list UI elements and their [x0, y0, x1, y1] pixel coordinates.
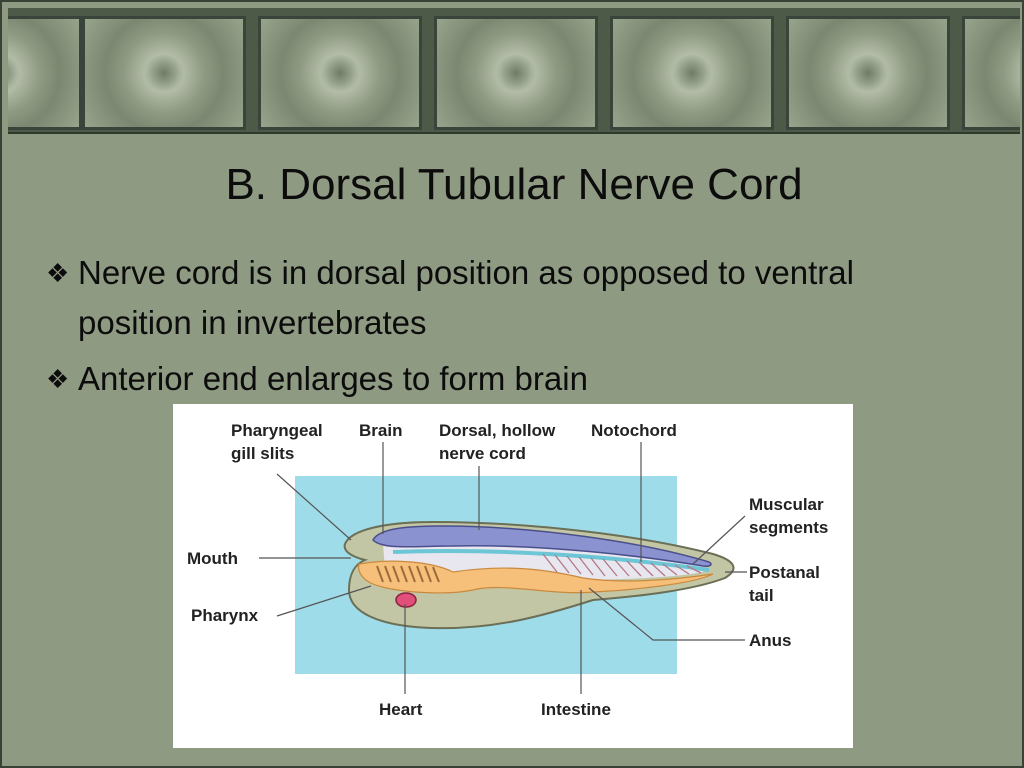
lancelet-anatomy-diagram: Pharyngeal gill slits Brain Dorsal, holl…: [173, 404, 853, 748]
label-anus: Anus: [749, 631, 792, 650]
heart-organ: [395, 592, 417, 608]
banner-tile: [82, 16, 246, 130]
label-notochord: Notochord: [591, 421, 677, 440]
banner-tile: [258, 16, 422, 130]
banner-tile: [962, 16, 1020, 130]
banner-tile: [8, 16, 82, 130]
label-postanal-tail: tail: [749, 586, 774, 605]
label-intestine: Intestine: [541, 700, 611, 719]
notochord: [392, 548, 710, 572]
label-muscular-segments: Muscular: [749, 495, 824, 514]
decorative-banner: [8, 8, 1020, 134]
label-mouth: Mouth: [187, 549, 238, 568]
dorsal-nerve-cord: [372, 525, 712, 567]
muscular-segments: [542, 553, 702, 577]
slide-title: B. Dorsal Tubular Nerve Cord: [225, 160, 803, 209]
banner-tile: [610, 16, 774, 130]
diamond-bullet-icon: ❖: [46, 258, 70, 288]
diamond-bullet-icon: ❖: [46, 364, 70, 394]
bullet-text: Anterior end enlarges to form brain: [78, 360, 588, 397]
label-pharynx: Pharynx: [191, 606, 259, 625]
leader-lines: [259, 442, 747, 694]
banner-tile: [786, 16, 950, 130]
gill-slits: [376, 565, 440, 583]
label-pharyngeal-gill-slits: Pharyngeal: [231, 421, 323, 440]
label-pharyngeal-gill-slits: gill slits: [231, 444, 294, 463]
label-muscular-segments: segments: [749, 518, 828, 537]
banner-tile: [434, 16, 598, 130]
diagram-svg: Pharyngeal gill slits Brain Dorsal, holl…: [187, 421, 828, 719]
bullet-text: Nerve cord is in dorsal position as oppo…: [78, 254, 854, 341]
label-heart: Heart: [379, 700, 423, 719]
bullet-item: ❖ Nerve cord is in dorsal position as op…: [46, 248, 946, 348]
label-brain: Brain: [359, 421, 402, 440]
bullet-item: ❖ Anterior end enlarges to form brain: [46, 354, 946, 404]
label-dorsal-hollow-nerve-cord: Dorsal, hollow: [439, 421, 556, 440]
label-postanal-tail: Postanal: [749, 563, 820, 582]
label-dorsal-hollow-nerve-cord: nerve cord: [439, 444, 526, 463]
gut: [358, 560, 714, 594]
